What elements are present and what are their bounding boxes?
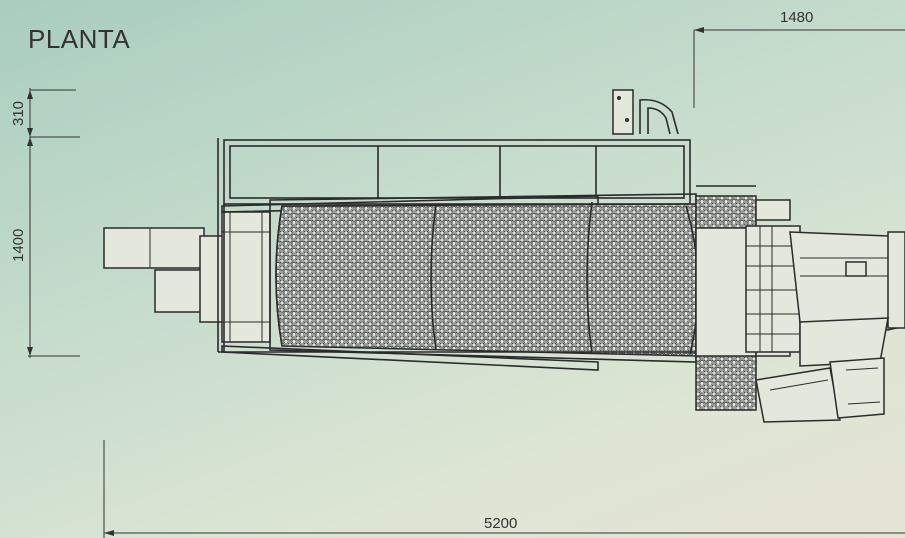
dimension-bottom-label: 5200 bbox=[484, 515, 517, 532]
dimension-left-large-label: 1400 bbox=[10, 229, 27, 262]
outlet-pipe bbox=[612, 89, 679, 135]
dimension-top-label: 1480 bbox=[780, 9, 813, 26]
drawing-title: PLANTA bbox=[28, 24, 130, 54]
bearing-housing bbox=[221, 211, 271, 343]
dimension-left: 310 1400 bbox=[10, 88, 80, 358]
dimension-left-small-label: 310 bbox=[10, 101, 27, 126]
dimension-bottom: 5200 bbox=[103, 440, 905, 538]
dimension-top: 1480 bbox=[693, 9, 905, 108]
discharge-chute bbox=[745, 225, 905, 423]
trommel-drum bbox=[221, 193, 699, 371]
